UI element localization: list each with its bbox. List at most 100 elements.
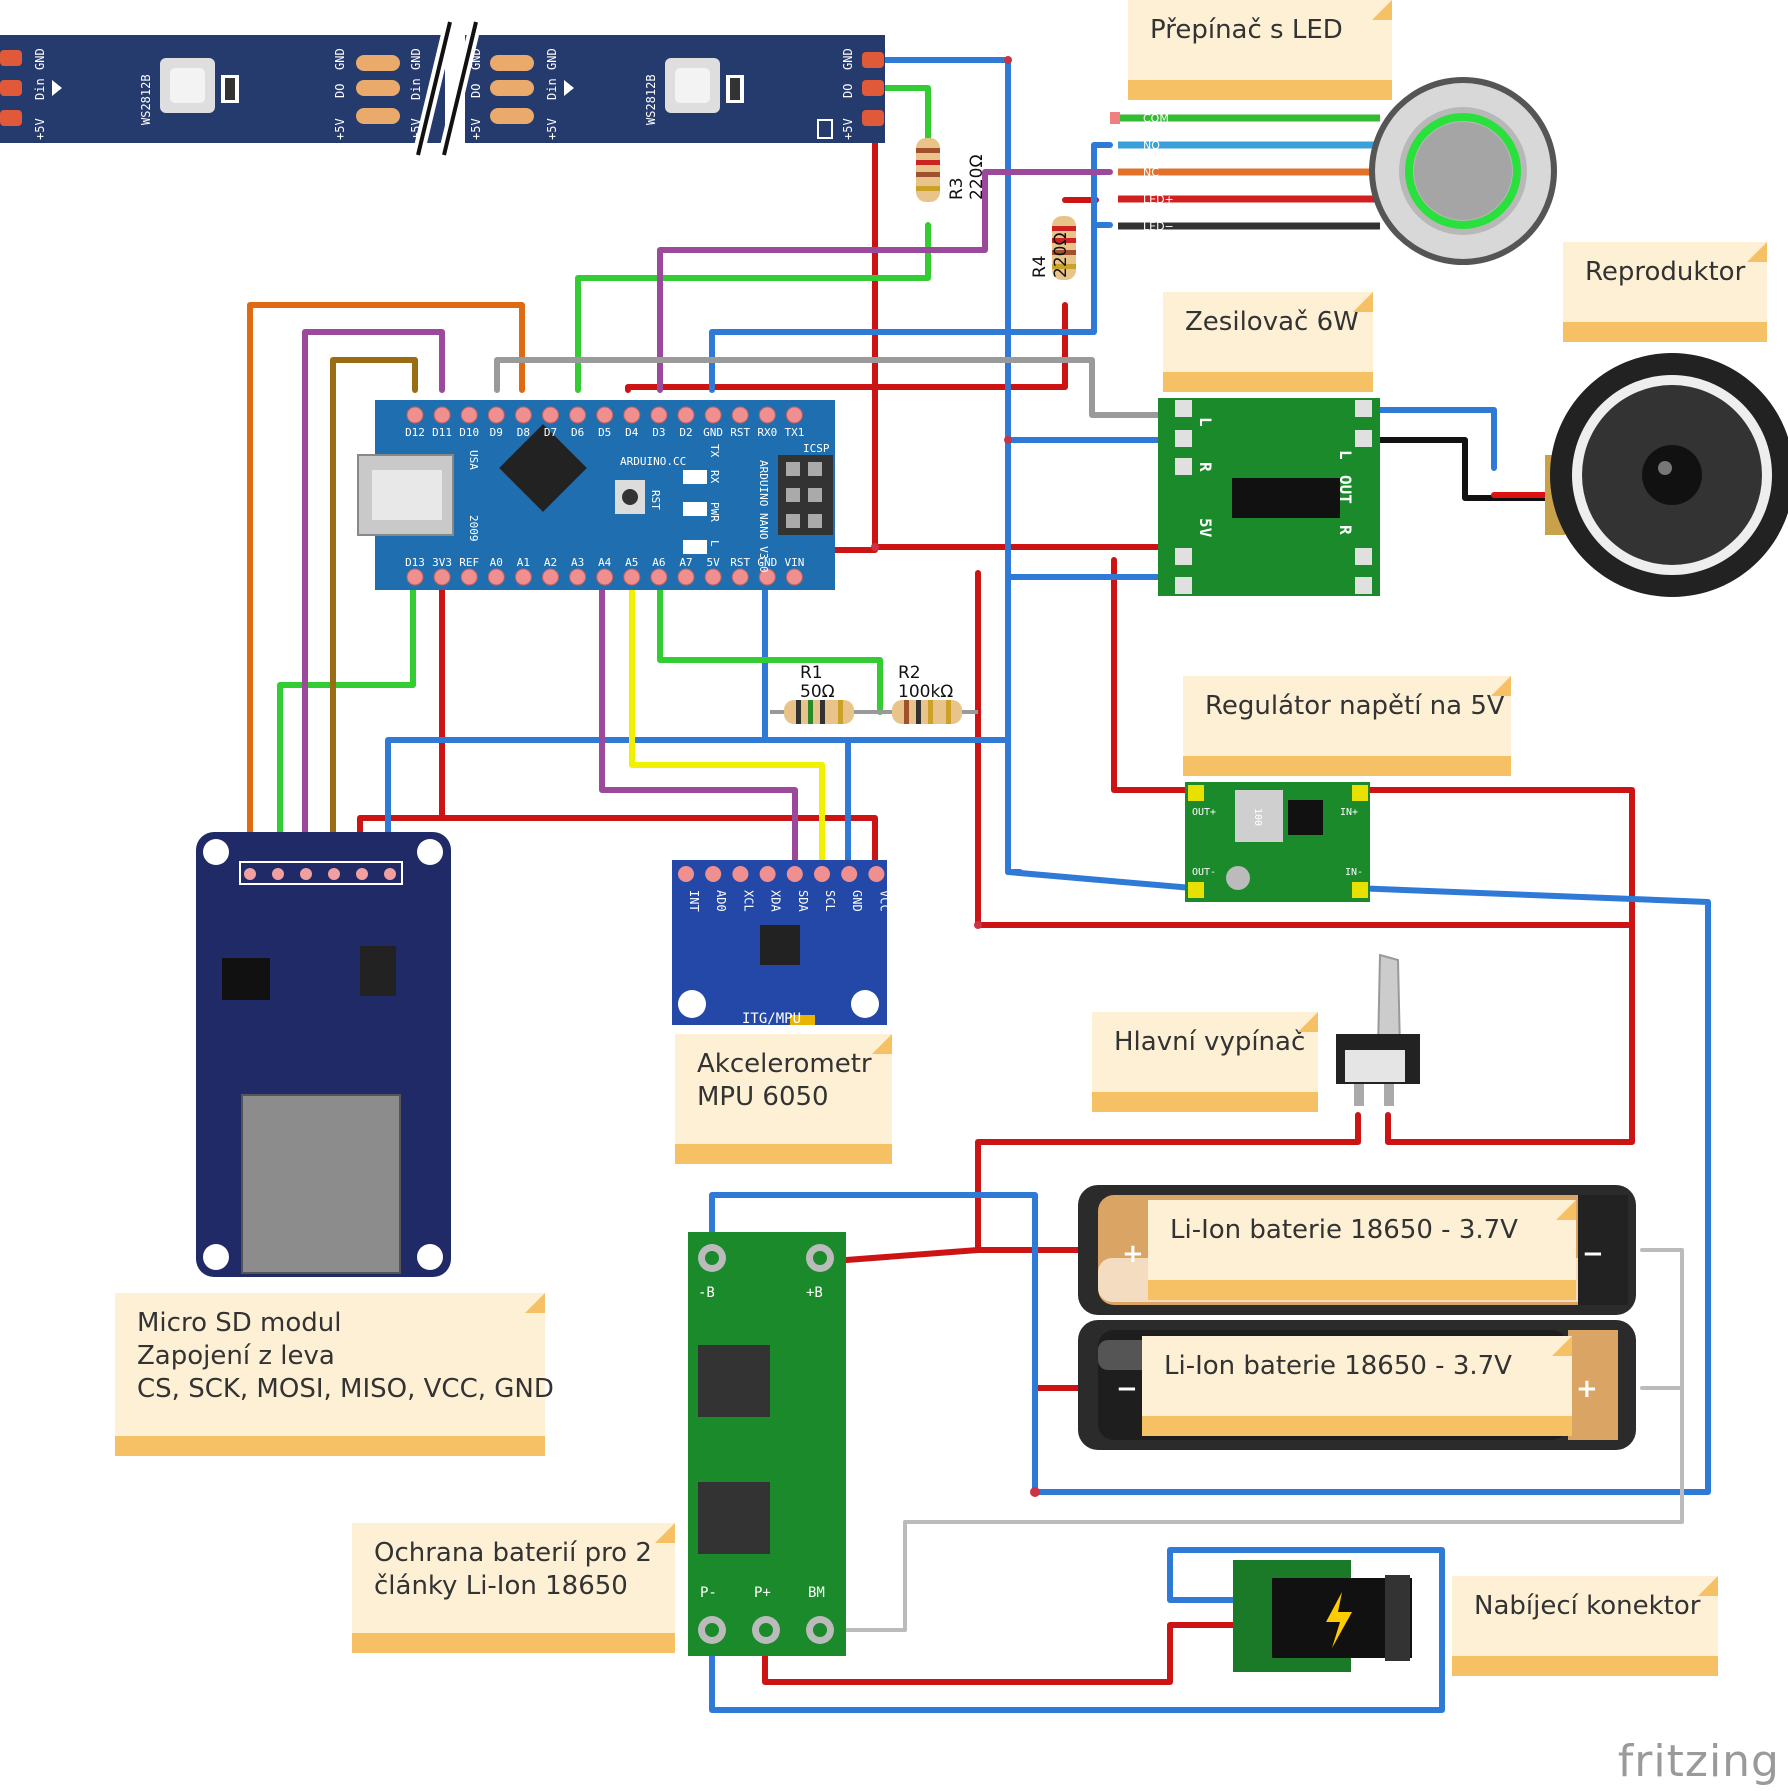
- r4-value: 220Ω: [1051, 233, 1071, 278]
- nano-top-pin-label-3: D9: [490, 426, 503, 439]
- mpu-pin-label-6: GND: [850, 890, 864, 912]
- button-wire-ledm: LED−: [1143, 220, 1174, 233]
- bms-pplus: P+: [754, 1585, 771, 1601]
- bms-bplus: +B: [806, 1285, 823, 1301]
- strip-pin-5v-2: +5V: [333, 118, 347, 140]
- green-wires: [277, 85, 931, 871]
- nano-top-pin-12: [731, 406, 749, 424]
- nano-bottom-pin-label-10: A7: [679, 556, 692, 569]
- strip-pin-do-2: DO: [333, 84, 347, 98]
- junction-dots: [871, 56, 1040, 1497]
- amp-out-r: R: [1336, 525, 1355, 535]
- gray-wire: [494, 357, 1178, 418]
- mpu-pin-2: [732, 866, 749, 882]
- amp-in-l: L: [1196, 417, 1215, 427]
- nano-led-l: L: [708, 540, 721, 547]
- r2-value: 100kΩ: [898, 682, 953, 702]
- nano-bottom-pin-14: [785, 568, 803, 586]
- strip-pin-gnd-6: GND: [841, 48, 855, 70]
- strip-pin-gnd-4: GND: [469, 48, 483, 70]
- bms-chip-2: [698, 1482, 770, 1554]
- nano-bottom-pin-label-6: A3: [571, 556, 584, 569]
- wires: [247, 57, 1711, 1713]
- nano-bottom-pin-7: [596, 568, 614, 586]
- button-wire-ledp: LED+: [1143, 193, 1174, 206]
- nano-top-pin-14: [785, 406, 803, 424]
- mpu-pin-4: [786, 866, 803, 882]
- bms-bminus: -B: [698, 1285, 715, 1301]
- fritzing-watermark: fritzing: [1617, 1736, 1780, 1787]
- nano-bottom-pin-0: [406, 568, 424, 586]
- nano-led-pwr: PWR: [708, 502, 721, 522]
- purple-wires: [302, 169, 1113, 871]
- strip-pin-gnd-2: GND: [333, 48, 347, 70]
- nano-bottom-pin-label-4: A1: [517, 556, 530, 569]
- nano-bottom-pin-3: [487, 568, 505, 586]
- nano-top-pin-3: [487, 406, 505, 424]
- strip-pin-5v-4: +5V: [469, 118, 483, 140]
- r1-name: R1: [800, 663, 823, 683]
- nano-top-pin-13: [758, 406, 776, 424]
- strip-pin-din-5: Din: [545, 78, 559, 100]
- note-speaker: Reproduktor: [1563, 242, 1767, 342]
- nano-bottom-pin-8: [623, 568, 641, 586]
- strip-pin-5v-1: +5V: [33, 118, 47, 140]
- nano-bottom-pin-10: [677, 568, 695, 586]
- strip-pin-gnd-5: GND: [545, 48, 559, 70]
- strip-pin-do-6: DO: [841, 84, 855, 98]
- nano-top-pin-label-9: D3: [652, 426, 665, 439]
- nano-bottom-pin-12: [731, 568, 749, 586]
- reg-in-minus: IN-: [1345, 867, 1363, 878]
- mpu-pin-7: [868, 866, 885, 882]
- reg-pot-label: 100: [1252, 808, 1263, 826]
- sd-regulator: [360, 946, 396, 996]
- bms-chip-1: [698, 1345, 770, 1417]
- nano-top-pin-4: [514, 406, 532, 424]
- nano-bottom-pin-label-13: GND: [757, 556, 777, 569]
- nano-top-pin-label-12: RST: [730, 426, 750, 439]
- amplifier-board: L R L OUT R 5V: [1158, 398, 1380, 596]
- nano-year: 2009: [467, 515, 480, 542]
- nano-bottom-pin-9: [650, 568, 668, 586]
- amp-ic: [1232, 478, 1340, 518]
- sd-chip: [222, 958, 270, 1000]
- note-amp: Zesilovač 6W: [1163, 292, 1373, 392]
- nano-top-pin-label-5: D7: [544, 426, 557, 439]
- nano-bottom-pin-label-5: A2: [544, 556, 557, 569]
- amp-5v: 5V: [1196, 518, 1215, 538]
- mpu-pin-6: [841, 866, 858, 882]
- nano-top-pin-10: [677, 406, 695, 424]
- strip-pin-din-3: Din: [409, 78, 423, 100]
- r3-value: 220Ω: [967, 155, 987, 200]
- nano-bottom-pin-label-3: A0: [490, 556, 503, 569]
- nano-top-pin-2: [460, 406, 478, 424]
- brown-wire: [330, 357, 418, 871]
- battery-1-plus: +: [1122, 1239, 1144, 1269]
- main-switch: [1336, 953, 1420, 1106]
- strip-pin-gnd-3: GND: [409, 48, 423, 70]
- note-switch: Přepínač s LED: [1128, 0, 1392, 100]
- nano-bottom-pin-11: [704, 568, 722, 586]
- note-regulator: Regulátor napětí na 5V: [1183, 676, 1511, 776]
- nano-top-pin-label-10: D2: [679, 426, 692, 439]
- nano-top-pin-6: [569, 406, 587, 424]
- strip-label-chip-2: WS2812B: [644, 74, 658, 125]
- nano-top-pin-label-2: D10: [459, 426, 479, 439]
- voltage-regulator: OUT+ IN+ OUT- IN- 100: [1185, 782, 1370, 902]
- nano-top-pin-label-4: D8: [517, 426, 530, 439]
- strip-pin-5v-3: +5V: [409, 118, 423, 140]
- nano-usa: USA: [467, 450, 480, 470]
- amp-in-r: R: [1196, 462, 1215, 472]
- nano-top-pin-label-8: D4: [625, 426, 639, 439]
- note-bms: Ochrana baterií pro 2 články Li-Ion 1865…: [352, 1523, 675, 1653]
- nano-bottom-pin-4: [514, 568, 532, 586]
- note-sd: Micro SD modul Zapojení z leva CS, SCK, …: [115, 1293, 554, 1456]
- button-wire-no: NO: [1143, 139, 1160, 152]
- battery-1-minus: −: [1582, 1239, 1604, 1269]
- bms-pminus: P-: [700, 1585, 717, 1601]
- resistor-r1: [770, 700, 875, 724]
- strip-pin-din-1: Din: [33, 78, 47, 100]
- mpu-pin-3: [759, 866, 776, 882]
